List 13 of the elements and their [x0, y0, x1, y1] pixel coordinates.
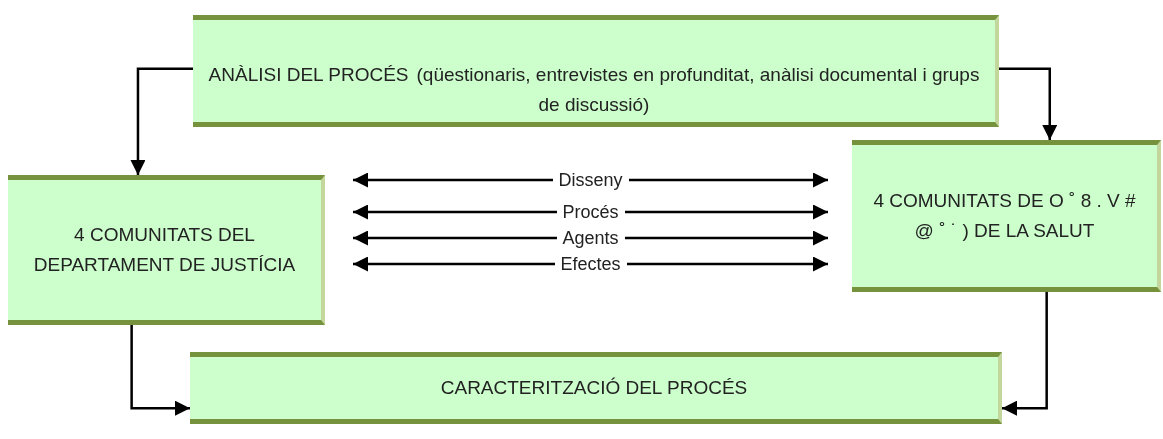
- arrow: [1002, 292, 1048, 416]
- arrow: [999, 67, 1058, 140]
- process-box: [852, 140, 1161, 292]
- process-box: [8, 175, 325, 325]
- process-box: [193, 15, 999, 127]
- arrow: [130, 67, 193, 175]
- box-note: (qüestionaris, entrevistes en profunditat, anàlisi documental i grups de discussió): [416, 64, 980, 116]
- box-title: 4 COMUNITATS DEL DEPARTAMENT DE JUSTÍCIA: [32, 222, 297, 277]
- process-box: [190, 352, 1002, 424]
- box-title: ANÀLISI DEL PROCÉS: [208, 64, 409, 85]
- box-title: 4 COMUNITATS DE O ˚ 8 . V # @ ˚ ˙ ) DE LA SALUT: [872, 188, 1137, 243]
- arrow: [130, 325, 190, 416]
- box-title: CARACTERITZACIÓ DEL PROCÉS: [440, 375, 748, 400]
